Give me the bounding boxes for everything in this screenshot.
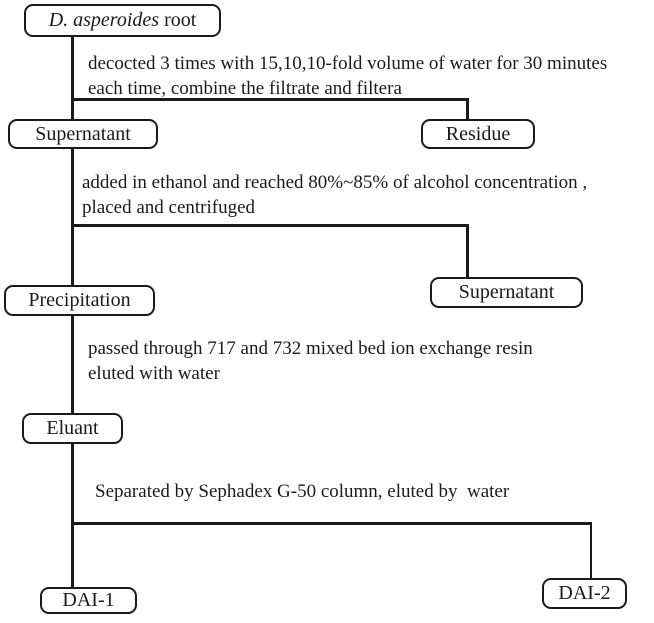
node-eluant-label: Eluant	[46, 417, 99, 439]
annotation-sephadex: Separated by Sephadex G-50 column, elute…	[95, 479, 509, 504]
node-dai-2-label: DAI-2	[558, 582, 611, 604]
annotation-ethanol-line-2: placed and centrifuged	[82, 197, 256, 218]
node-supernatant-2: Supernatant	[430, 277, 583, 308]
connector-dai2-drop	[589, 522, 592, 580]
node-supernatant-1-label: Supernatant	[35, 122, 131, 145]
annotation-ethanol-line-1: added in ethanol and reached 80%~85% of …	[82, 172, 588, 193]
connector-residue-drop	[466, 98, 469, 121]
connector-ethanol-horizontal	[71, 224, 468, 227]
node-residue: Residue	[421, 119, 535, 149]
node-dai-1: DAI-1	[40, 587, 137, 614]
node-dai-2: DAI-2	[542, 578, 627, 609]
annotation-decoction: decocted 3 times with 15,10,10-fold volu…	[88, 51, 607, 101]
node-root: D. asperoides root	[24, 4, 221, 37]
annotation-decoction-line-2: each time, combine the filtrate and filt…	[88, 78, 402, 99]
node-eluant: Eluant	[22, 413, 123, 444]
connector-sephadex-horizontal	[71, 522, 592, 525]
annotation-ion-exchange-line-1: passed through 717 and 732 mixed bed ion…	[88, 338, 533, 359]
node-supernatant-2-label: Supernatant	[458, 281, 555, 303]
connector-decoction-horizontal	[71, 98, 468, 101]
node-root-suffix-label: root	[159, 9, 197, 31]
node-supernatant-1: Supernatant	[8, 119, 158, 149]
node-dai-1-label: DAI-1	[62, 589, 115, 611]
annotation-ion-exchange-line-2: eluted with water	[88, 363, 220, 384]
node-root-species-label: D. asperoides	[48, 9, 160, 31]
node-residue-label: Residue	[445, 122, 511, 145]
node-precipitation-label: Precipitation	[28, 289, 131, 311]
annotation-ion-exchange: passed through 717 and 732 mixed bed ion…	[88, 336, 533, 386]
annotation-ethanol-precipitation: added in ethanol and reached 80%~85% of …	[82, 170, 587, 220]
node-precipitation: Precipitation	[4, 285, 155, 316]
connector-supernatant2-drop	[466, 224, 469, 279]
annotation-decoction-line-1: decocted 3 times with 15,10,10-fold volu…	[88, 53, 608, 74]
annotation-sephadex-line-1: Separated by Sephadex G-50 column, elute…	[95, 481, 510, 502]
